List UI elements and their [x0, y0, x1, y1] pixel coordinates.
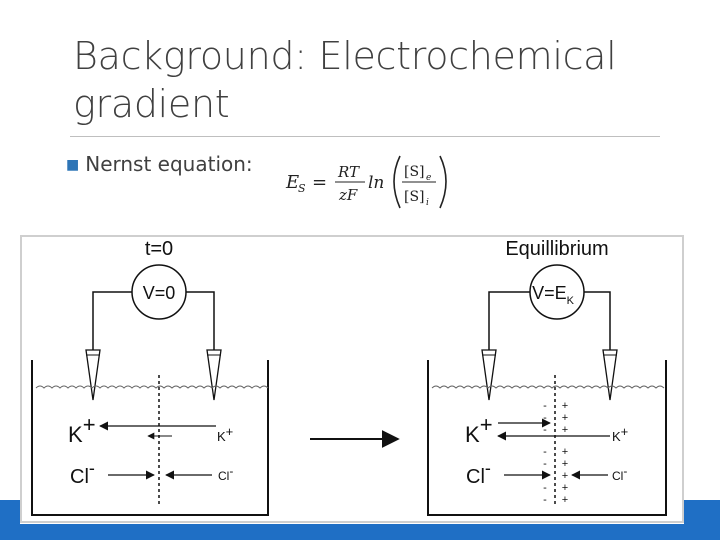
beaker-right — [427, 360, 667, 516]
electrode-right-b — [602, 349, 618, 401]
electrode-left-a — [85, 349, 101, 401]
bullet-text: Nernst equation: — [85, 152, 253, 176]
k-ion-right-small: K+ — [612, 424, 628, 444]
beaker-left — [31, 360, 269, 516]
water-surface-left — [35, 385, 269, 389]
minus-mark: - — [543, 424, 547, 436]
eq-log: ln — [368, 173, 384, 193]
charge-marks-plus: + + + + + + + + — [562, 400, 568, 506]
minus-mark: - — [543, 482, 547, 494]
eq-numerator: RT — [337, 163, 360, 181]
wire-left-a — [92, 291, 132, 350]
minus-mark: - — [543, 470, 547, 482]
diagram-frame — [20, 235, 684, 523]
minus-mark: - — [543, 400, 547, 412]
eq-lhs-sub: S — [298, 182, 306, 195]
plus-mark: + — [562, 470, 568, 482]
cl-ion-right-big: Cl- — [466, 458, 491, 488]
panel-t0: t=0 V=0 K+ K+ Cl- Cl- — [31, 238, 269, 516]
eq-conc-e-sub: e — [426, 173, 431, 183]
k-ion-left-big: K+ — [68, 412, 96, 447]
eq-conc-i-sub: i — [426, 198, 429, 208]
title-line-1: Background: Electrochemical — [73, 34, 617, 78]
k-ion-left-small: K+ — [217, 424, 233, 444]
cl-ion-right-small: Cl- — [612, 464, 627, 483]
plus-mark: + — [562, 412, 568, 424]
wire-left-b — [186, 291, 215, 350]
plus-mark: + — [562, 424, 568, 436]
eq-paren-right — [439, 155, 447, 209]
plus-mark: + — [562, 400, 568, 412]
eq-equals: = — [312, 172, 327, 193]
plus-mark: + — [562, 494, 568, 506]
panel-t0-title: t=0 — [145, 238, 173, 260]
eq-conc-i: [S] — [404, 189, 425, 205]
plus-mark: + — [562, 458, 568, 470]
eq-paren-left — [393, 155, 401, 209]
cl-ion-left-big: Cl- — [70, 458, 95, 488]
eq-conc-e: [S] — [404, 164, 425, 180]
nernst-equation: E S = RT zF ln [S] e [S] i — [285, 155, 447, 209]
plus-mark: + — [562, 482, 568, 494]
k-ion-right-big: K+ — [465, 412, 493, 447]
voltmeter-right-label: V=EK — [532, 283, 575, 307]
electrode-right-a — [481, 349, 497, 401]
wire-right-a — [488, 291, 530, 350]
minus-mark: - — [543, 458, 547, 470]
cl-ion-left-small: Cl- — [218, 464, 233, 483]
membrane-diagram: t=0 V=0 K+ K+ Cl- Cl- Equillibrium V=EK — [20, 235, 684, 523]
minus-mark: - — [543, 494, 547, 506]
title-divider — [70, 136, 660, 137]
voltmeter-left-label: V=0 — [143, 283, 176, 303]
eq-lhs: E — [285, 172, 299, 193]
bullet-nernst: ■ Nernst equation: — [66, 152, 253, 176]
panel-equilibrium-title: Equillibrium — [505, 238, 608, 260]
slide-title: Background: Electrochemical gradient — [73, 32, 673, 128]
charge-marks-minus: - - - - - - - - — [543, 400, 547, 506]
panel-equilibrium: Equillibrium V=EK - - - - - - - - + + + … — [427, 238, 667, 516]
plus-mark: + — [562, 446, 568, 458]
square-bullet-icon: ■ — [66, 157, 80, 173]
title-line-2: gradient — [73, 82, 230, 126]
water-surface-right — [431, 385, 665, 389]
minus-mark: - — [543, 412, 547, 424]
electrode-left-b — [206, 349, 222, 401]
eq-denominator: zF — [338, 186, 358, 204]
wire-right-b — [584, 291, 611, 350]
minus-mark: - — [543, 446, 547, 458]
